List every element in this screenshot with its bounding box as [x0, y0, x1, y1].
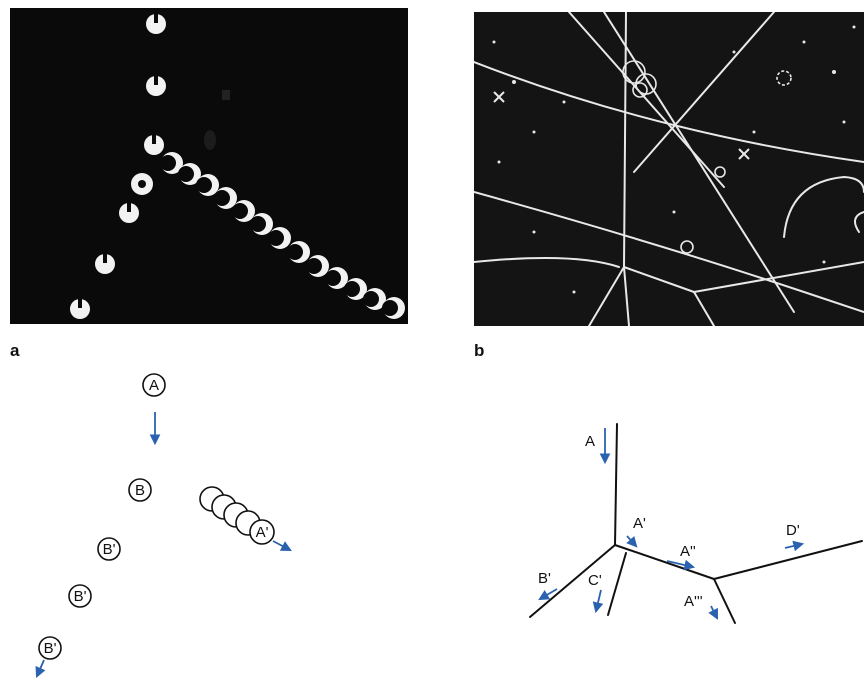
track-label-a-prime: A'	[633, 515, 646, 532]
ball-label-b: B	[135, 482, 145, 499]
sketch-b-track-diagram: A A' A'' D' B' C' A'''	[500, 400, 864, 679]
ball-label-b-prime-1: B'	[103, 541, 116, 558]
sketch-a-ball-diagram: A B B' B' B' A'	[0, 364, 430, 679]
arrow-a-triple-prime-icon	[711, 606, 717, 618]
photo-b-bubble-chamber	[474, 12, 864, 326]
arrow-c-prime-icon	[596, 590, 601, 611]
panel-label-a: a	[10, 341, 19, 361]
track-label-c-prime: C'	[588, 572, 602, 589]
arrow-d-prime-icon	[785, 544, 802, 548]
photo-b-image	[474, 12, 864, 326]
ball-label-a-prime: A'	[256, 524, 269, 541]
track-a-double-prime	[615, 545, 714, 579]
photo-a-billiard-collision	[10, 8, 408, 324]
ball-label-a: A	[149, 377, 159, 394]
track-label-a-triple-prime: A'''	[684, 593, 703, 610]
ball-label-b-prime-2: B'	[74, 588, 87, 605]
arrow-b-prime-icon	[37, 660, 44, 676]
track-label-a-double-prime: A''	[680, 543, 696, 560]
arrow-a-prime-icon	[273, 541, 290, 550]
track-label-a: A	[585, 433, 595, 450]
track-label-d-prime: D'	[786, 522, 800, 539]
track-label-b-prime: B'	[538, 570, 551, 587]
photo-a-image	[10, 8, 408, 324]
ball-label-b-prime-3: B'	[44, 640, 57, 657]
track-c-prime	[608, 553, 626, 615]
arrow-a-prime-icon	[627, 536, 636, 546]
track-a	[615, 424, 617, 545]
panel-label-b: b	[474, 341, 484, 361]
